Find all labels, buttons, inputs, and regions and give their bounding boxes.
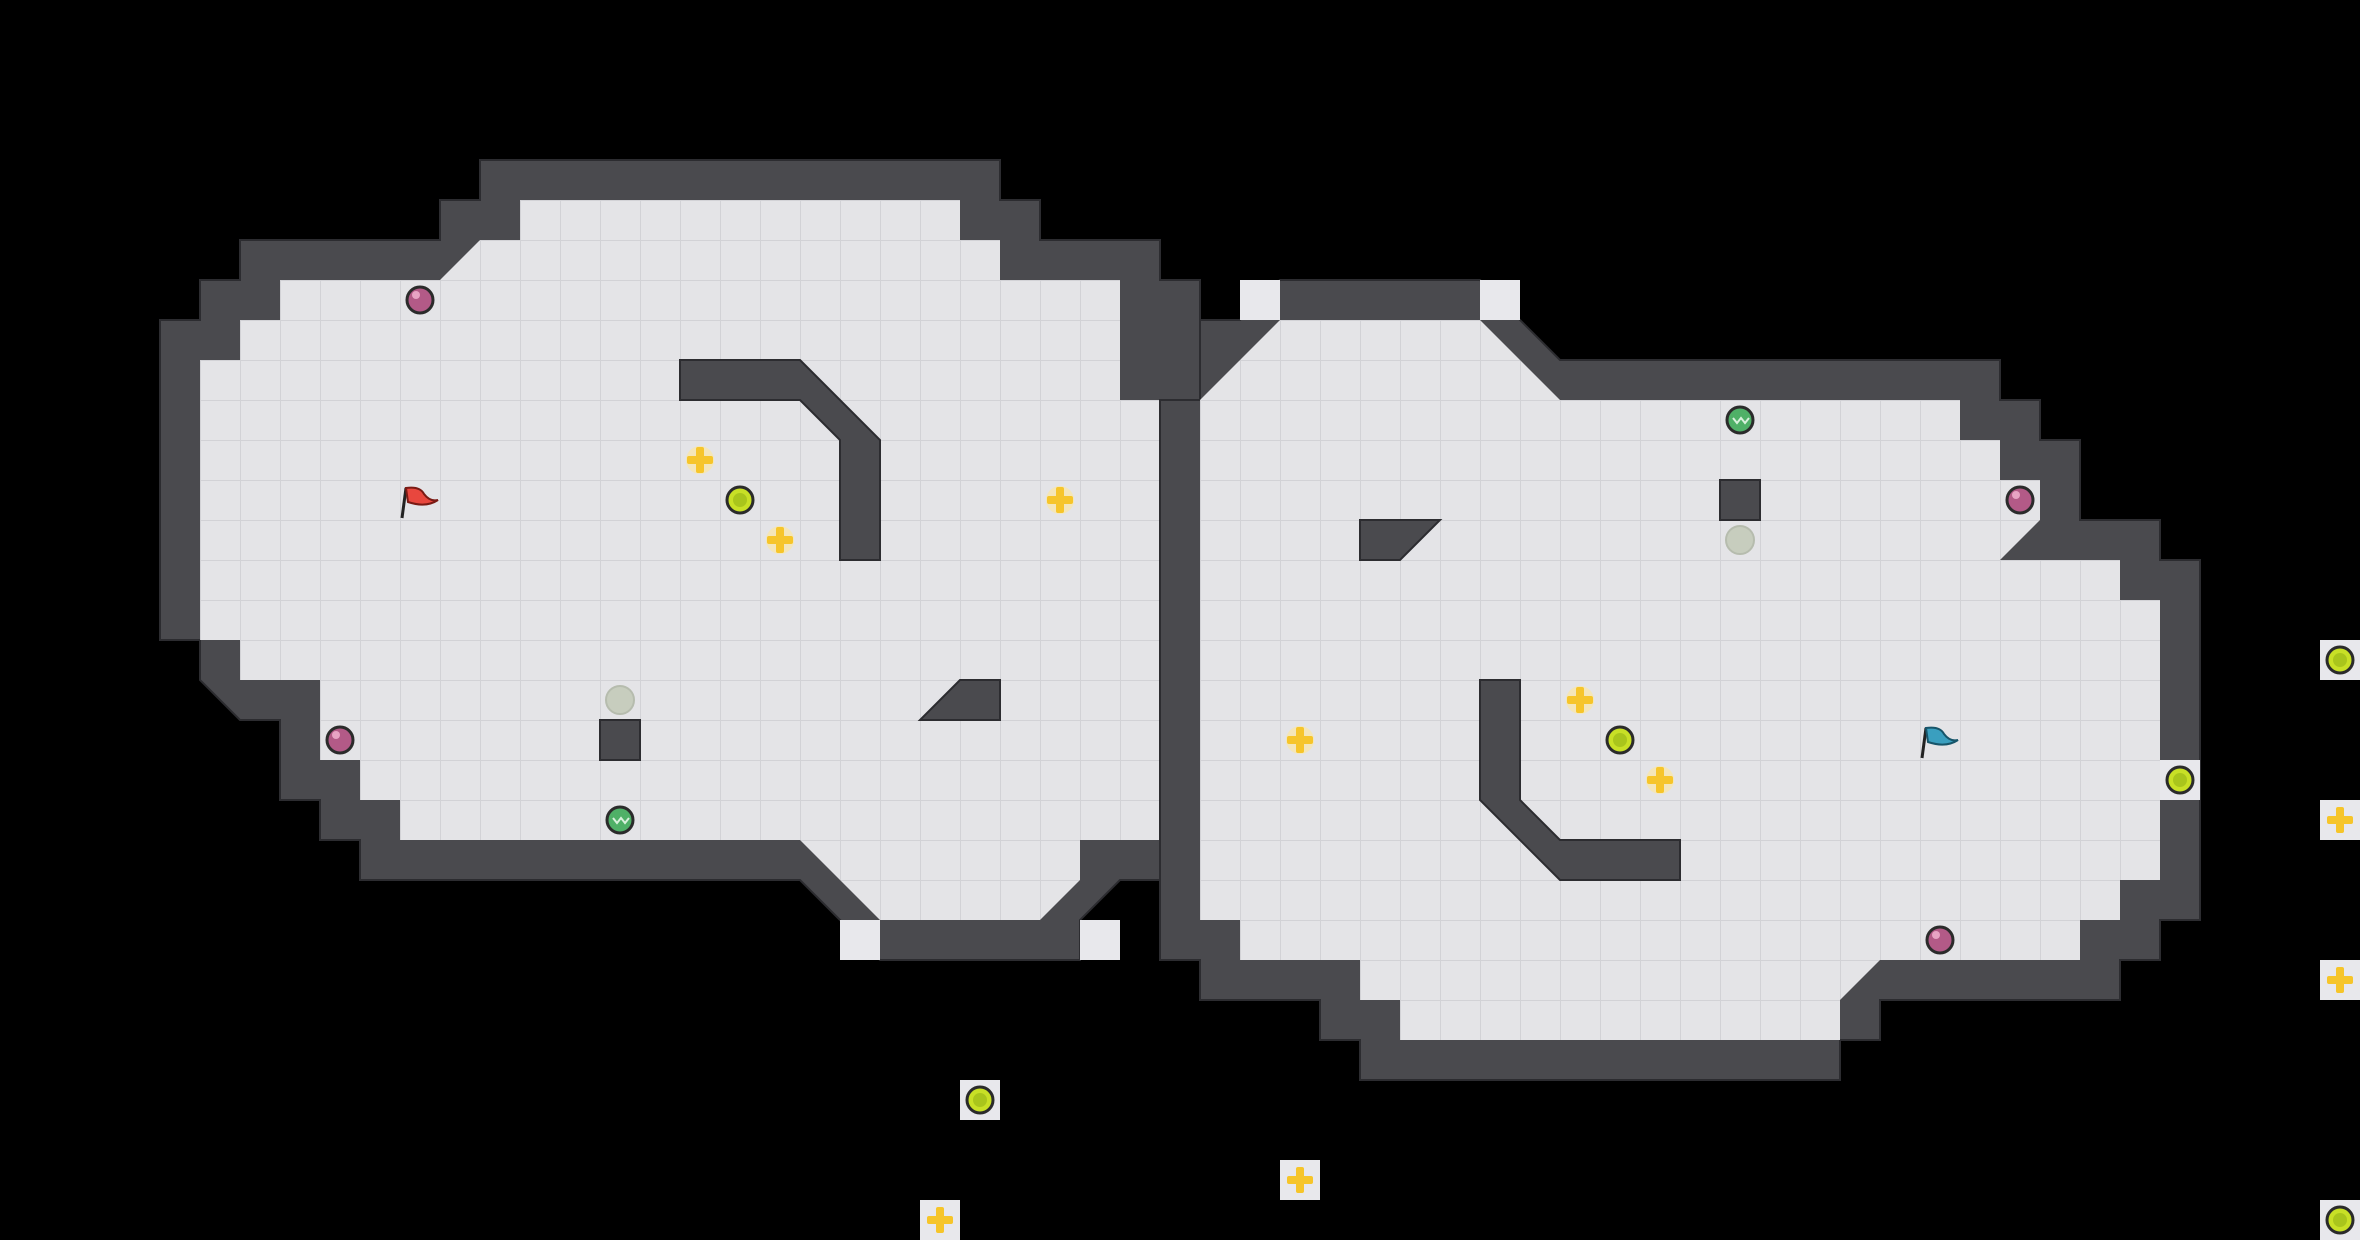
right-room	[1159, 279, 2201, 1081]
loose-tiles	[920, 640, 2360, 1240]
left-room-floor	[200, 200, 1160, 920]
blue-flag-icon[interactable]	[1920, 726, 1959, 759]
tile-boost[interactable]	[2320, 1200, 2360, 1240]
tile-boost[interactable]	[2320, 640, 2360, 680]
inactive-boost-icon	[1725, 525, 1755, 555]
team-boost-icon[interactable]	[1725, 405, 1755, 435]
left-room	[159, 159, 1201, 961]
bomb-icon[interactable]	[325, 725, 355, 755]
right-notch-tile-2	[1480, 280, 1520, 320]
left-hook-wall	[679, 359, 881, 561]
team-boost-icon[interactable]	[605, 805, 635, 835]
powerup-cross-icon[interactable]	[1286, 726, 1314, 754]
tile-powerup[interactable]	[1280, 1160, 1320, 1200]
tile-boost[interactable]	[960, 1080, 1000, 1120]
bomb-icon[interactable]	[405, 285, 435, 315]
left-notch-tile-2	[1080, 920, 1120, 960]
right-wedge	[1359, 519, 1443, 561]
boost-icon[interactable]	[725, 485, 755, 515]
powerup-cross-icon[interactable]	[686, 446, 714, 474]
tile-powerup[interactable]	[2320, 800, 2360, 840]
red-flag-icon[interactable]	[400, 486, 439, 519]
powerup-cross-icon[interactable]	[1646, 766, 1674, 794]
tile-powerup[interactable]	[2320, 960, 2360, 1000]
powerup-cross-icon[interactable]	[1046, 486, 1074, 514]
right-room-floor	[1200, 320, 2200, 1040]
boost-icon[interactable]	[1605, 725, 1635, 755]
wall-boost-tile[interactable]	[2160, 760, 2200, 800]
powerup-cross-icon[interactable]	[766, 526, 794, 554]
right-notch-tile-1	[1240, 280, 1280, 320]
inactive-boost-icon	[605, 685, 635, 715]
left-wedge	[917, 679, 1001, 721]
left-notch-tile-1	[840, 920, 880, 960]
right-hook-wall	[1479, 679, 1681, 881]
tile-powerup[interactable]	[920, 1200, 960, 1240]
left-pillar	[599, 719, 641, 761]
bomb-icon[interactable]	[1925, 925, 1955, 955]
powerup-cross-icon[interactable]	[1566, 686, 1594, 714]
bomb-icon[interactable]	[2005, 485, 2035, 515]
right-pillar	[1719, 479, 1761, 521]
